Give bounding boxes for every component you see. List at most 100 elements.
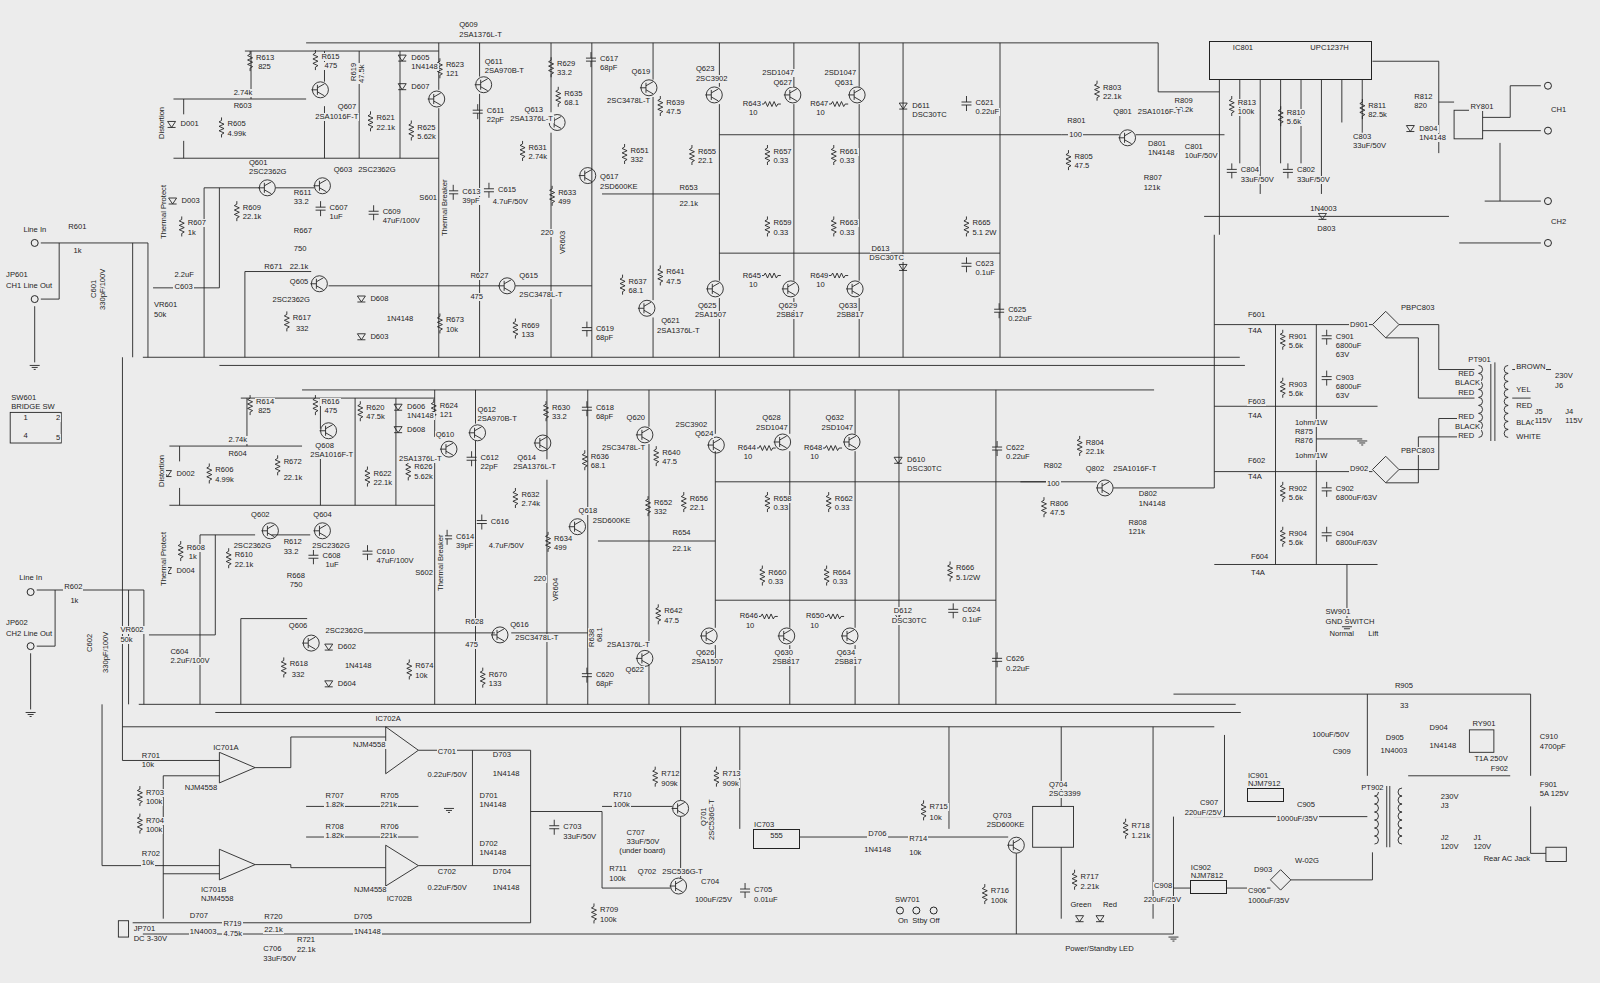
part-label: R646 <box>739 612 759 620</box>
part-label: R707 <box>324 792 344 800</box>
part-label: 5.6k <box>1288 390 1304 398</box>
part-label: 4.7uF/50V <box>488 542 525 550</box>
ic-label: NJM7912 <box>1248 780 1281 788</box>
resistor-symbol <box>544 401 549 421</box>
transistor-symbol <box>637 650 653 666</box>
capacitor-symbol <box>1283 163 1293 178</box>
part-label: 2SD600KE <box>592 517 632 525</box>
part-label: 2SD1047 <box>820 424 854 432</box>
resistor-symbol <box>1280 527 1285 547</box>
wire <box>163 775 219 776</box>
part-label: Q633 <box>838 302 859 310</box>
wire <box>715 451 716 628</box>
wire <box>306 806 418 807</box>
part-label: Q619 <box>631 68 652 76</box>
part-label: 330pF/100V <box>99 268 107 311</box>
part-label: 0.22uF <box>1005 665 1031 673</box>
transistor-symbol <box>775 434 791 450</box>
part-label: 2SB817 <box>836 311 865 319</box>
part-label: R601 <box>67 223 87 231</box>
part-label: Q610 <box>435 431 456 439</box>
transistor-symbol <box>1120 130 1136 146</box>
transistor-symbol <box>580 168 596 184</box>
wire <box>1016 853 1017 934</box>
capacitor-symbol <box>582 401 592 416</box>
part-label: Q611 <box>484 58 504 66</box>
resistor-symbol <box>1077 436 1082 456</box>
wire <box>1459 242 1541 243</box>
transistor-symbol <box>671 878 687 894</box>
transistor-symbol <box>475 79 488 91</box>
resistor-symbol <box>234 201 239 221</box>
part-label: 10 <box>748 281 758 289</box>
wire <box>1113 235 1214 488</box>
capacitor-symbol <box>740 883 750 898</box>
part-label: 1ohm/1W <box>1294 419 1329 427</box>
part-label: 115V <box>1564 417 1583 425</box>
part-label: R662 <box>834 495 854 503</box>
terminal <box>1544 82 1551 89</box>
part-label: Q632 <box>824 414 845 422</box>
part-label: Q701 <box>700 806 708 827</box>
diode-symbol <box>325 644 333 650</box>
part-label: 2SC536G-T <box>661 868 704 876</box>
wire <box>1408 775 1510 776</box>
ic-label: IC902 <box>1191 864 1224 872</box>
wire <box>244 272 245 358</box>
part-label: 22.1k <box>242 213 263 221</box>
part-label: 133 <box>488 680 503 688</box>
diode-symbol <box>1406 126 1414 132</box>
wire <box>179 446 180 461</box>
transistor-symbol <box>847 281 863 297</box>
part-label: R808 <box>1128 519 1148 527</box>
wire <box>183 99 184 114</box>
resistor-symbol <box>824 614 844 619</box>
part-label: 100 <box>1068 131 1083 139</box>
wire <box>163 873 219 874</box>
part-label: 499 <box>553 544 568 552</box>
part-label: 220uF/25V <box>1143 896 1182 904</box>
wire <box>479 43 480 77</box>
part-label: R651 <box>630 147 650 155</box>
part-label: 2SA1016F-T <box>1112 465 1157 473</box>
part-label: PT902 <box>1360 784 1384 792</box>
part-label: RY901 <box>1471 720 1496 728</box>
part-label: 750 <box>289 581 304 589</box>
transistor-symbol <box>844 434 860 450</box>
part-label: R613 <box>255 54 275 62</box>
part-label: Q801 <box>1112 108 1133 116</box>
wire <box>147 243 148 357</box>
part-label: 33uF/50V <box>1296 176 1331 184</box>
part-label: IC701A <box>212 744 239 752</box>
part-label: 2SA1376L-T <box>458 31 503 39</box>
part-label: 22.1 <box>689 504 706 512</box>
part-label: Q608 <box>314 442 335 450</box>
part-label: 2SB817 <box>776 311 805 319</box>
part-label: D706 <box>867 830 887 838</box>
capacitor-symbol <box>582 322 592 337</box>
transistor-symbol <box>491 629 504 641</box>
part-label: R667 <box>293 227 313 235</box>
wire <box>1341 80 1342 123</box>
part-label: 5.6k <box>1288 342 1304 350</box>
part-label: 2SD1047 <box>823 69 857 77</box>
part-label: R648 <box>803 444 823 452</box>
part-label: 0.22uF <box>1007 315 1033 323</box>
part-label: D701 <box>479 792 499 800</box>
part-label: 2SA970B-T <box>477 415 518 423</box>
terminal <box>27 643 34 650</box>
part-label: 220uF/25V <box>1184 809 1223 817</box>
wire <box>1512 398 1530 399</box>
part-label: 2SC536G-T <box>708 799 716 842</box>
transistor-symbol <box>314 178 330 194</box>
part-label: 0.22uF/50V <box>427 884 468 892</box>
part-label: 4 <box>22 432 28 440</box>
resistor-symbol <box>921 800 926 820</box>
resistor-symbol <box>761 273 781 278</box>
wire <box>1386 437 1475 483</box>
part-label: Q627 <box>772 79 793 87</box>
part-label: DSC30TC <box>906 465 943 473</box>
part-label: 1N4148 <box>492 884 521 892</box>
part-label: J3 <box>1440 802 1450 810</box>
